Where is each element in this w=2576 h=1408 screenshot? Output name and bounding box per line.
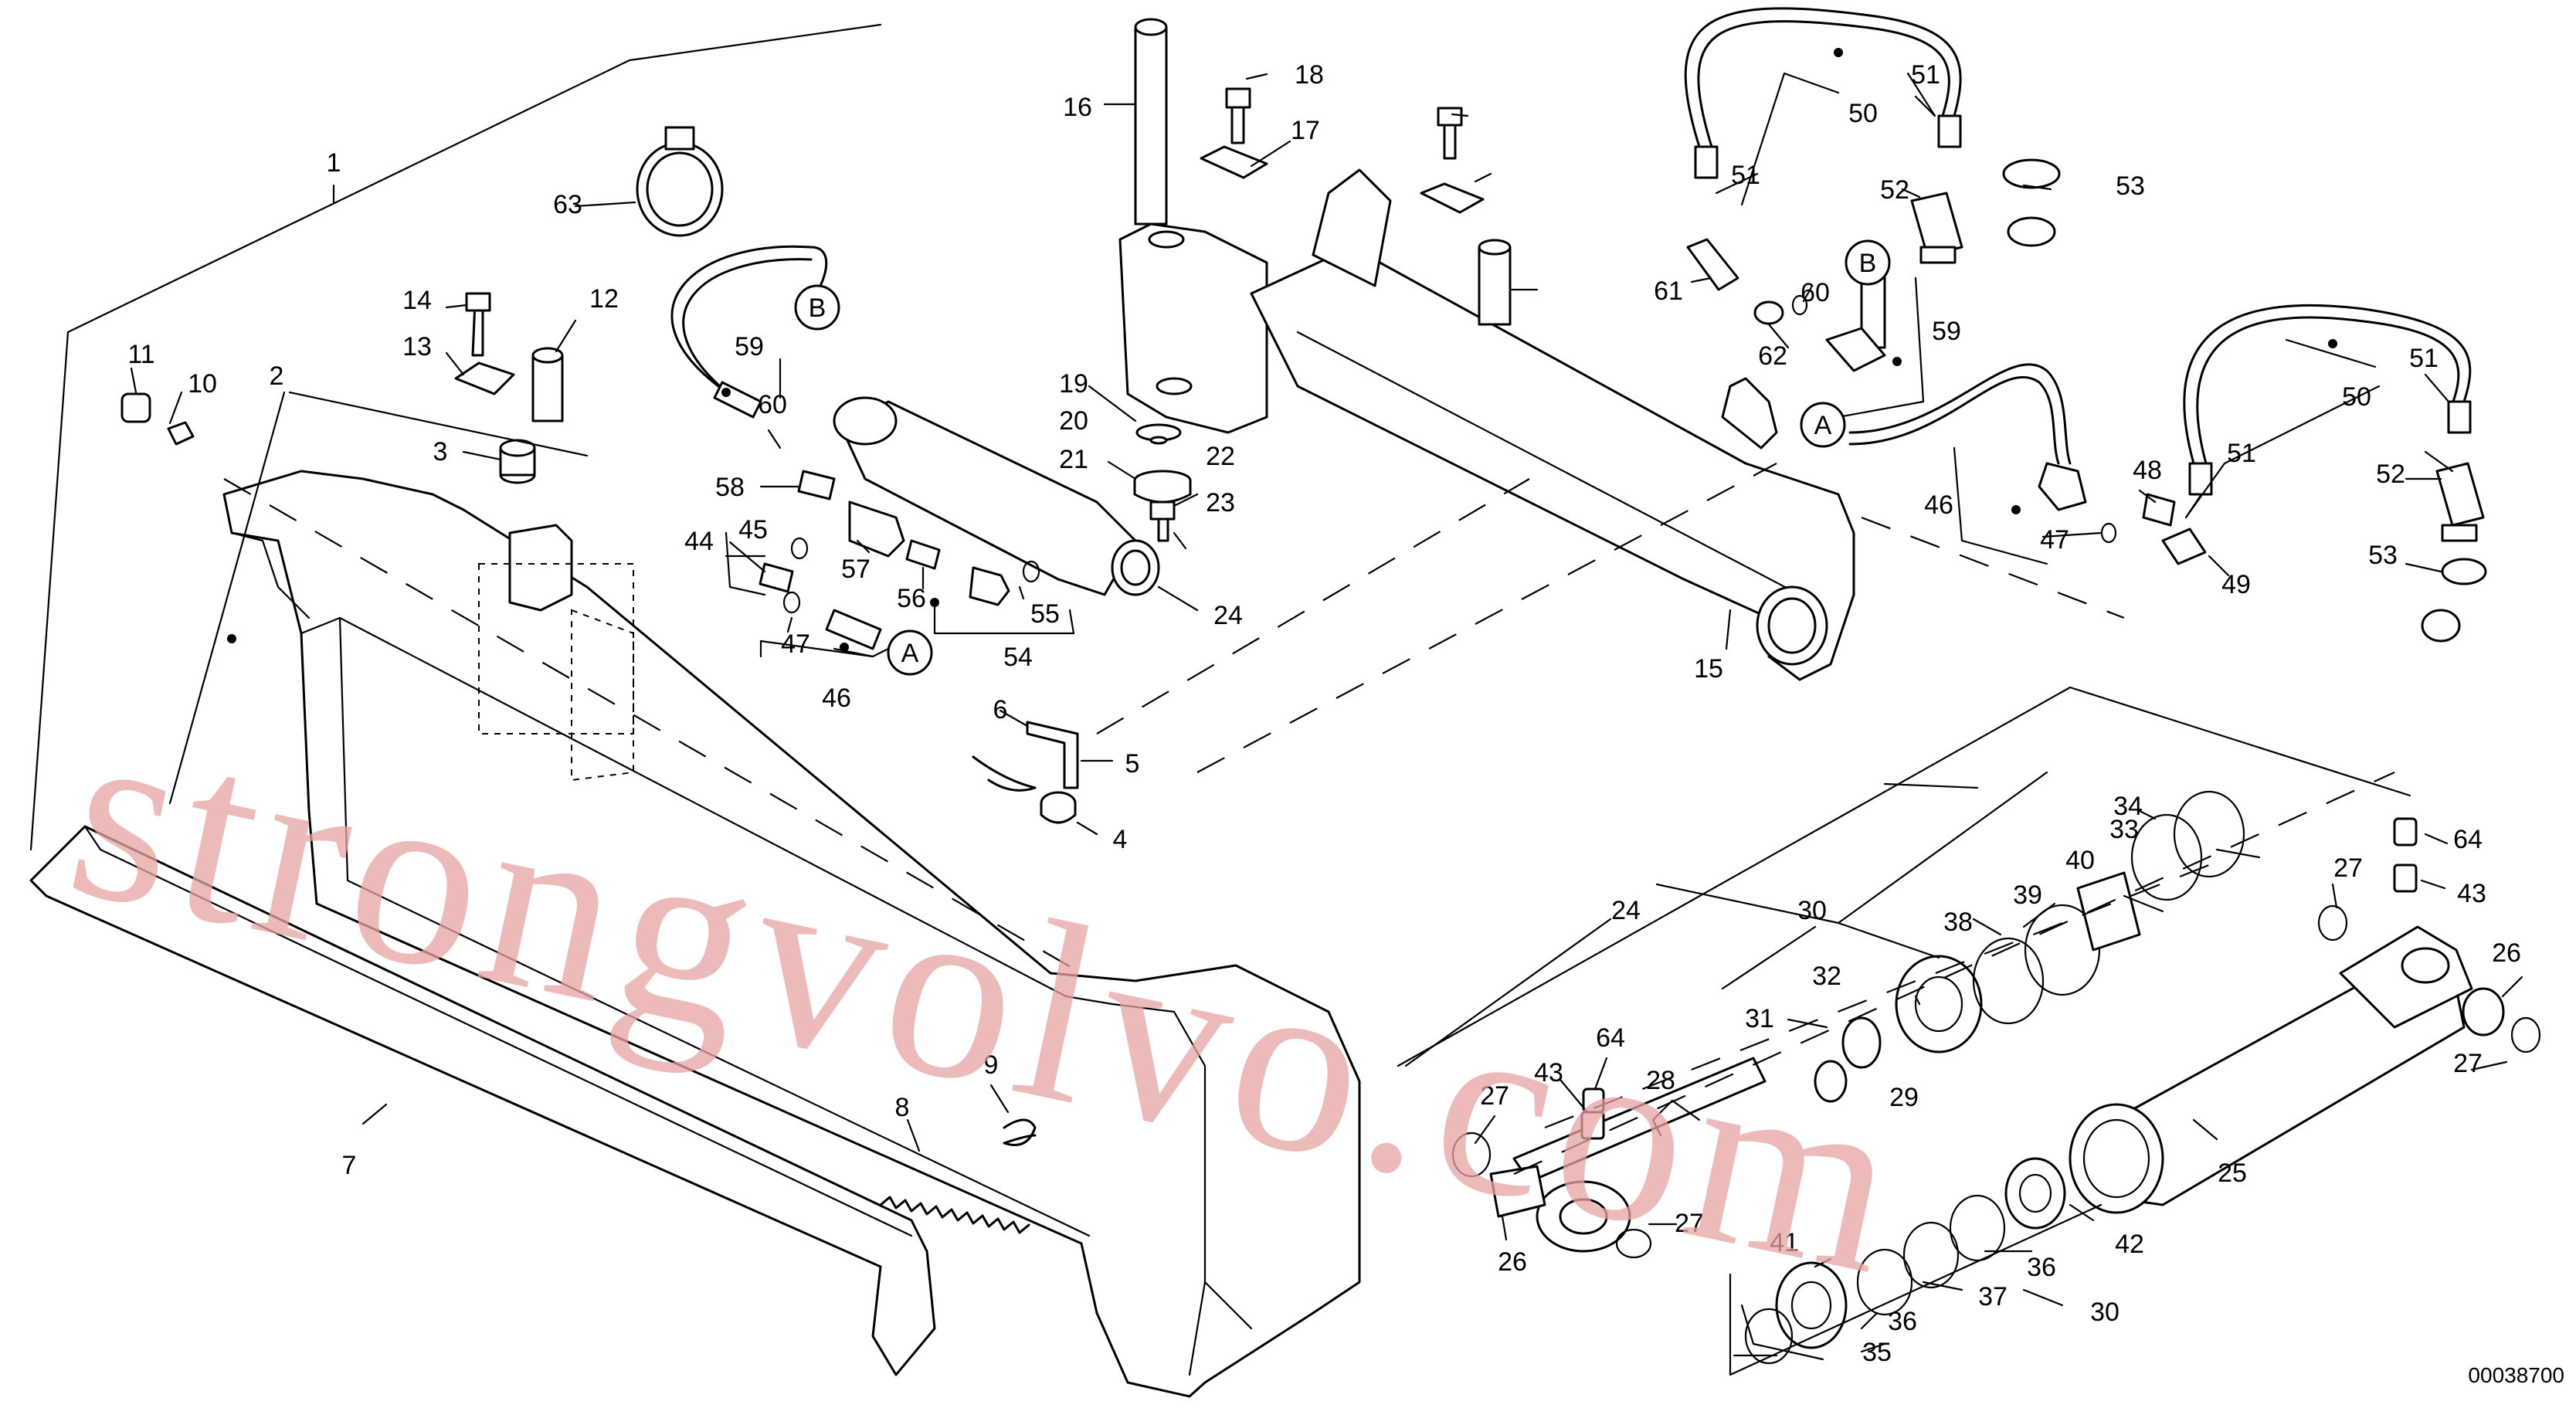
part-label-26-left: 26 [1498,1247,1527,1277]
callout-marker-b: B [1859,249,1877,278]
part-label-7: 7 [342,1151,357,1180]
part-label-50: 50 [1848,99,1878,128]
part-label-20: 20 [1059,406,1088,436]
part-label-4: 4 [1113,825,1128,854]
part-label-46-right: 46 [1924,490,1953,520]
part-label-27-b: 27 [1675,1209,1704,1238]
part-label-16: 16 [1063,93,1092,122]
centerlines [223,463,2395,1176]
part-label-5: 5 [1125,749,1140,779]
part-label-14: 14 [402,286,432,315]
part-label-42: 42 [2115,1230,2144,1259]
part-label-64: 64 [2453,825,2483,854]
part-label-1: 1 [327,148,341,178]
part-label-32: 32 [1812,962,1841,991]
part-label-47: 47 [781,629,810,659]
leader-lines [130,72,2523,1361]
callout-marker-b: B [809,293,826,323]
part-label-55: 55 [1030,599,1060,629]
part-label-22: 22 [1206,442,1235,471]
part-label-27-c: 27 [2333,853,2363,883]
part-label-53: 53 [2116,171,2145,201]
part-label-38: 38 [1943,908,1973,937]
callout-marker-a: A [901,639,919,668]
part-label-49: 49 [2221,570,2251,599]
callout-marker-a: A [1814,411,1832,440]
part-label-9: 9 [984,1050,999,1080]
part-label-6: 6 [993,695,1008,724]
part-label-34: 34 [2113,792,2143,821]
drawing-number: 00038700 [2468,1363,2564,1387]
part-label-37: 37 [1978,1282,2008,1311]
part-label-30-top: 30 [1797,896,1827,925]
bullet-dots [227,48,2337,652]
part-label-52: 52 [1880,175,1909,205]
cylinder-exploded [1397,686,2541,1376]
boom-assembly [670,7,2487,681]
part-label-12: 12 [589,284,619,314]
part-label-26: 26 [2492,938,2521,968]
part-label-43-left: 43 [1534,1058,1563,1087]
part-label-24-top: 24 [1213,601,1243,630]
bucket-assembly [29,23,1361,1398]
part-label-27-a: 27 [1480,1081,1509,1111]
part-label-24: 24 [1611,896,1641,925]
part-label-51-b: 51 [1731,161,1760,190]
part-label-63: 63 [553,190,582,219]
part-label-54: 54 [1003,643,1033,672]
part-label-52-right: 52 [2376,460,2405,489]
callout-markers: B A B A [794,239,1891,676]
part-label-36-a: 36 [1888,1307,1917,1336]
part-label-35: 35 [1862,1338,1892,1367]
part-label-53-right: 53 [2368,541,2398,570]
part-label-48: 48 [2133,456,2162,485]
part-label-18: 18 [1295,60,1324,90]
part-label-41: 41 [1770,1228,1799,1257]
part-label-51-d: 51 [2227,439,2256,468]
part-label-28: 28 [1646,1066,1675,1095]
part-label-60: 60 [758,390,787,419]
part-label-13: 13 [402,332,432,361]
part-label-39: 39 [2013,880,2042,910]
part-label-29: 29 [1889,1083,1919,1112]
part-label-19: 19 [1059,369,1088,399]
part-label-62: 62 [1758,341,1787,371]
part-label-21: 21 [1059,445,1088,474]
part-label-11: 11 [127,340,154,369]
part-label-50-right: 50 [2342,382,2371,412]
part-label-64-left: 64 [1596,1023,1625,1053]
part-label-43: 43 [2457,879,2486,908]
part-label-59-right: 59 [1932,317,1961,346]
part-label-15: 15 [1694,654,1723,684]
part-label-44: 44 [684,527,714,556]
part-label-51-c: 51 [2409,344,2439,373]
part-label-30: 30 [2090,1298,2120,1327]
part-label-17: 17 [1291,116,1320,145]
part-label-8: 8 [895,1093,910,1122]
part-label-61: 61 [1654,277,1683,306]
part-label-60-right: 60 [1800,278,1830,307]
part-label-33: 33 [2109,815,2139,844]
part-label-59: 59 [735,332,764,361]
part-label-40: 40 [2065,846,2095,875]
part-label-3: 3 [433,437,448,467]
part-label-47-right: 47 [2040,525,2069,555]
part-label-57: 57 [841,555,871,584]
watermark: strongvolvo.com [50,667,1928,1329]
part-label-25: 25 [2218,1159,2247,1188]
part-label-27-d: 27 [2453,1049,2483,1078]
part-label-23: 23 [1206,488,1235,517]
part-label-46: 46 [822,684,851,713]
part-label-45: 45 [738,515,768,545]
part-number-labels: 1 2 3 4 5 6 7 8 9 10 11 12 13 14 15 16 1… [127,60,2521,1367]
part-label-51-a: 51 [1911,60,1940,90]
part-label-58: 58 [715,473,745,502]
part-label-10: 10 [188,369,217,399]
part-label-2: 2 [270,361,284,391]
part-label-56: 56 [897,584,926,613]
part-label-36-b: 36 [2027,1253,2056,1282]
part-label-31: 31 [1745,1004,1774,1033]
